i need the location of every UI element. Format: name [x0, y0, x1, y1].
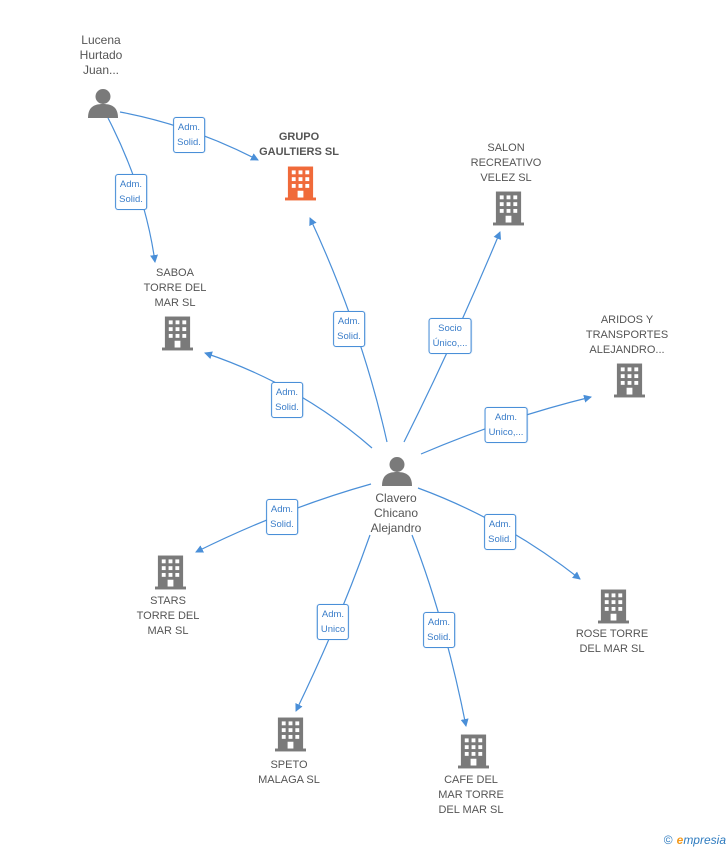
edge-label-clavero-speto[interactable]: Adm. Unico — [316, 604, 350, 640]
person-icon-lucena[interactable] — [88, 89, 118, 118]
edge-label-clavero-saboa[interactable]: Adm. Solid. — [271, 382, 303, 418]
node-label-saboa[interactable]: SABOA TORRE DEL MAR SL — [143, 267, 207, 309]
brand-name: mpresia — [683, 833, 726, 847]
node-label-clavero[interactable]: Clavero Chicano Alejandro — [370, 491, 422, 535]
edge-label-lucena-saboa[interactable]: Adm. Solid. — [115, 174, 147, 210]
building-icon-salon[interactable] — [493, 191, 524, 226]
edge-label-clavero-aridos[interactable]: Adm. Unico,... — [484, 407, 528, 443]
copyright-symbol: © — [663, 833, 673, 847]
person-icon-clavero[interactable] — [382, 457, 412, 486]
building-icon-stars[interactable] — [155, 555, 186, 590]
node-label-stars[interactable]: STARS TORRE DEL MAR SL — [136, 595, 200, 637]
node-label-lucena[interactable]: Lucena Hurtado Juan... — [79, 33, 123, 77]
edge-label-clavero-salon[interactable]: Socio Único,... — [428, 318, 472, 354]
edge-label-lucena-grupo[interactable]: Adm. Solid. — [173, 117, 205, 153]
node-label-cafe[interactable]: CAFE DEL MAR TORRE DEL MAR SL — [438, 774, 504, 816]
empresia-logo: ©empresia — [664, 833, 726, 847]
brand-initial: e — [676, 833, 684, 847]
edge-label-clavero-stars[interactable]: Adm. Solid. — [266, 499, 298, 535]
node-label-rose[interactable]: ROSE TORRE DEL MAR SL — [575, 628, 649, 655]
building-icon-saboa[interactable] — [162, 316, 193, 351]
building-icon-rose[interactable] — [598, 589, 629, 624]
building-icon-speto[interactable] — [275, 717, 306, 752]
building-icon-aridos[interactable] — [614, 363, 645, 398]
building-icon-grupo[interactable] — [285, 166, 316, 201]
edge-label-clavero-rose[interactable]: Adm. Solid. — [484, 514, 516, 550]
node-label-aridos[interactable]: ARIDOS Y TRANSPORTES ALEJANDRO... — [585, 314, 669, 356]
node-label-grupo[interactable]: GRUPO GAULTIERS SL — [259, 131, 339, 158]
node-label-speto[interactable]: SPETO MALAGA SL — [258, 759, 320, 786]
edge-label-clavero-cafe[interactable]: Adm. Solid. — [423, 612, 455, 648]
edge-label-clavero-grupo[interactable]: Adm. Solid. — [333, 311, 365, 347]
building-icon-cafe[interactable] — [458, 734, 489, 769]
node-label-salon[interactable]: SALON RECREATIVO VELEZ SL — [470, 142, 542, 184]
